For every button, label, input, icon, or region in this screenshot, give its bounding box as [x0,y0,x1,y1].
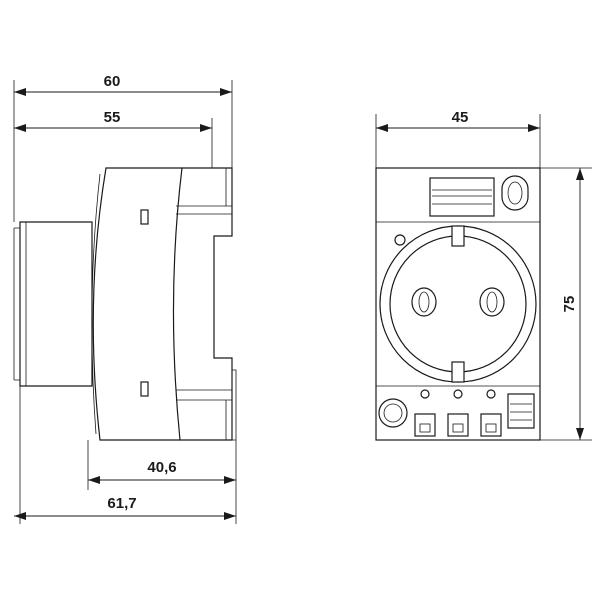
side-latch-top [140,209,149,225]
dim-40-6: 40,6 [88,459,236,484]
dim-55: 55 [14,109,212,132]
front-housing [375,167,541,441]
dim-55-label: 55 [104,109,121,126]
side-view: 60 55 40,6 61,7 [13,73,237,524]
dim-75-label: 75 [561,296,578,313]
front-top-vent [429,177,495,217]
front-terminal-3 [480,413,502,437]
side-front-section [180,167,233,441]
front-view: 45 75 [375,109,592,441]
side-rear-block [19,221,93,387]
dim-45-label: 45 [452,109,469,126]
dim-61-7: 61,7 [14,495,236,520]
front-top-button [501,175,529,211]
front-terminal-1 [414,413,436,437]
front-led-2 [453,389,463,399]
socket-earth-clip-top [451,225,465,247]
dim-40-6-label: 40,6 [147,459,176,476]
front-terminal-2 [447,413,469,437]
socket-outer-ring [379,225,537,383]
dim-61-7-label: 61,7 [107,495,136,512]
front-led-1 [420,389,430,399]
front-test-button [378,398,408,428]
socket-pin-hole-right [479,287,505,317]
side-latch-bottom [140,381,149,397]
socket-earth-clip-bottom [451,361,465,383]
front-led-3 [486,389,496,399]
front-side-vent [507,393,535,429]
side-main-body [92,167,183,441]
front-status-led [394,234,406,246]
socket-inner-ring [389,235,527,373]
dim-60-label: 60 [104,73,121,90]
socket-pin-hole-left [411,287,437,317]
dim-45: 45 [376,109,540,132]
dim-75: 75 [561,168,584,440]
dim-60: 60 [14,73,232,96]
